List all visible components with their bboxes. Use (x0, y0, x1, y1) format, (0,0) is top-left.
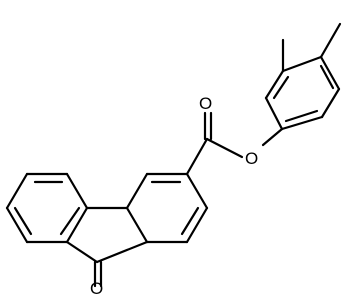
bond-aryl-ring-3 (281, 55, 323, 73)
bond-right-ring-1 (125, 172, 149, 210)
bond-aryl-ring-6 (280, 115, 324, 131)
bond-five-ring-right (95, 240, 149, 264)
bond-left-ring-3 (65, 172, 89, 210)
bond-aryl-double-2 (319, 64, 335, 90)
bond-five-ring-left (65, 240, 99, 264)
bond-methyl-2 (319, 22, 342, 59)
bond-left-ring-6 (5, 206, 29, 244)
bond-aryl-double-3 (284, 109, 319, 123)
bond-right-ring-double-2 (180, 206, 200, 236)
bond-left-ring-1 (5, 172, 29, 210)
bond-aryl-ring-2 (264, 69, 285, 100)
bond-left-ring-double-3 (59, 206, 81, 236)
ester-oxygen-label: O (245, 149, 258, 168)
bond-ester-to-oxygen (205, 137, 244, 159)
bond-aryl-double-1 (272, 75, 290, 100)
bond-left-ring-4 (65, 206, 89, 244)
bond-ring-to-ester (185, 137, 209, 176)
bond-right-ring-4 (185, 206, 209, 244)
bond-aryl-ring-1 (264, 96, 284, 131)
bond-left-ring-double-2 (13, 206, 33, 236)
bond-right-ring-3 (185, 172, 209, 210)
bond-aryl-ring-4 (319, 55, 341, 91)
bond-five-ring-inner-right (125, 206, 149, 244)
ketone-oxygen-label: O (90, 279, 103, 295)
bond-aryl-ring-5 (320, 87, 341, 119)
bond-oxygen-to-aryl (261, 127, 284, 147)
ester-carbonyl-oxygen-label: O (199, 94, 212, 113)
